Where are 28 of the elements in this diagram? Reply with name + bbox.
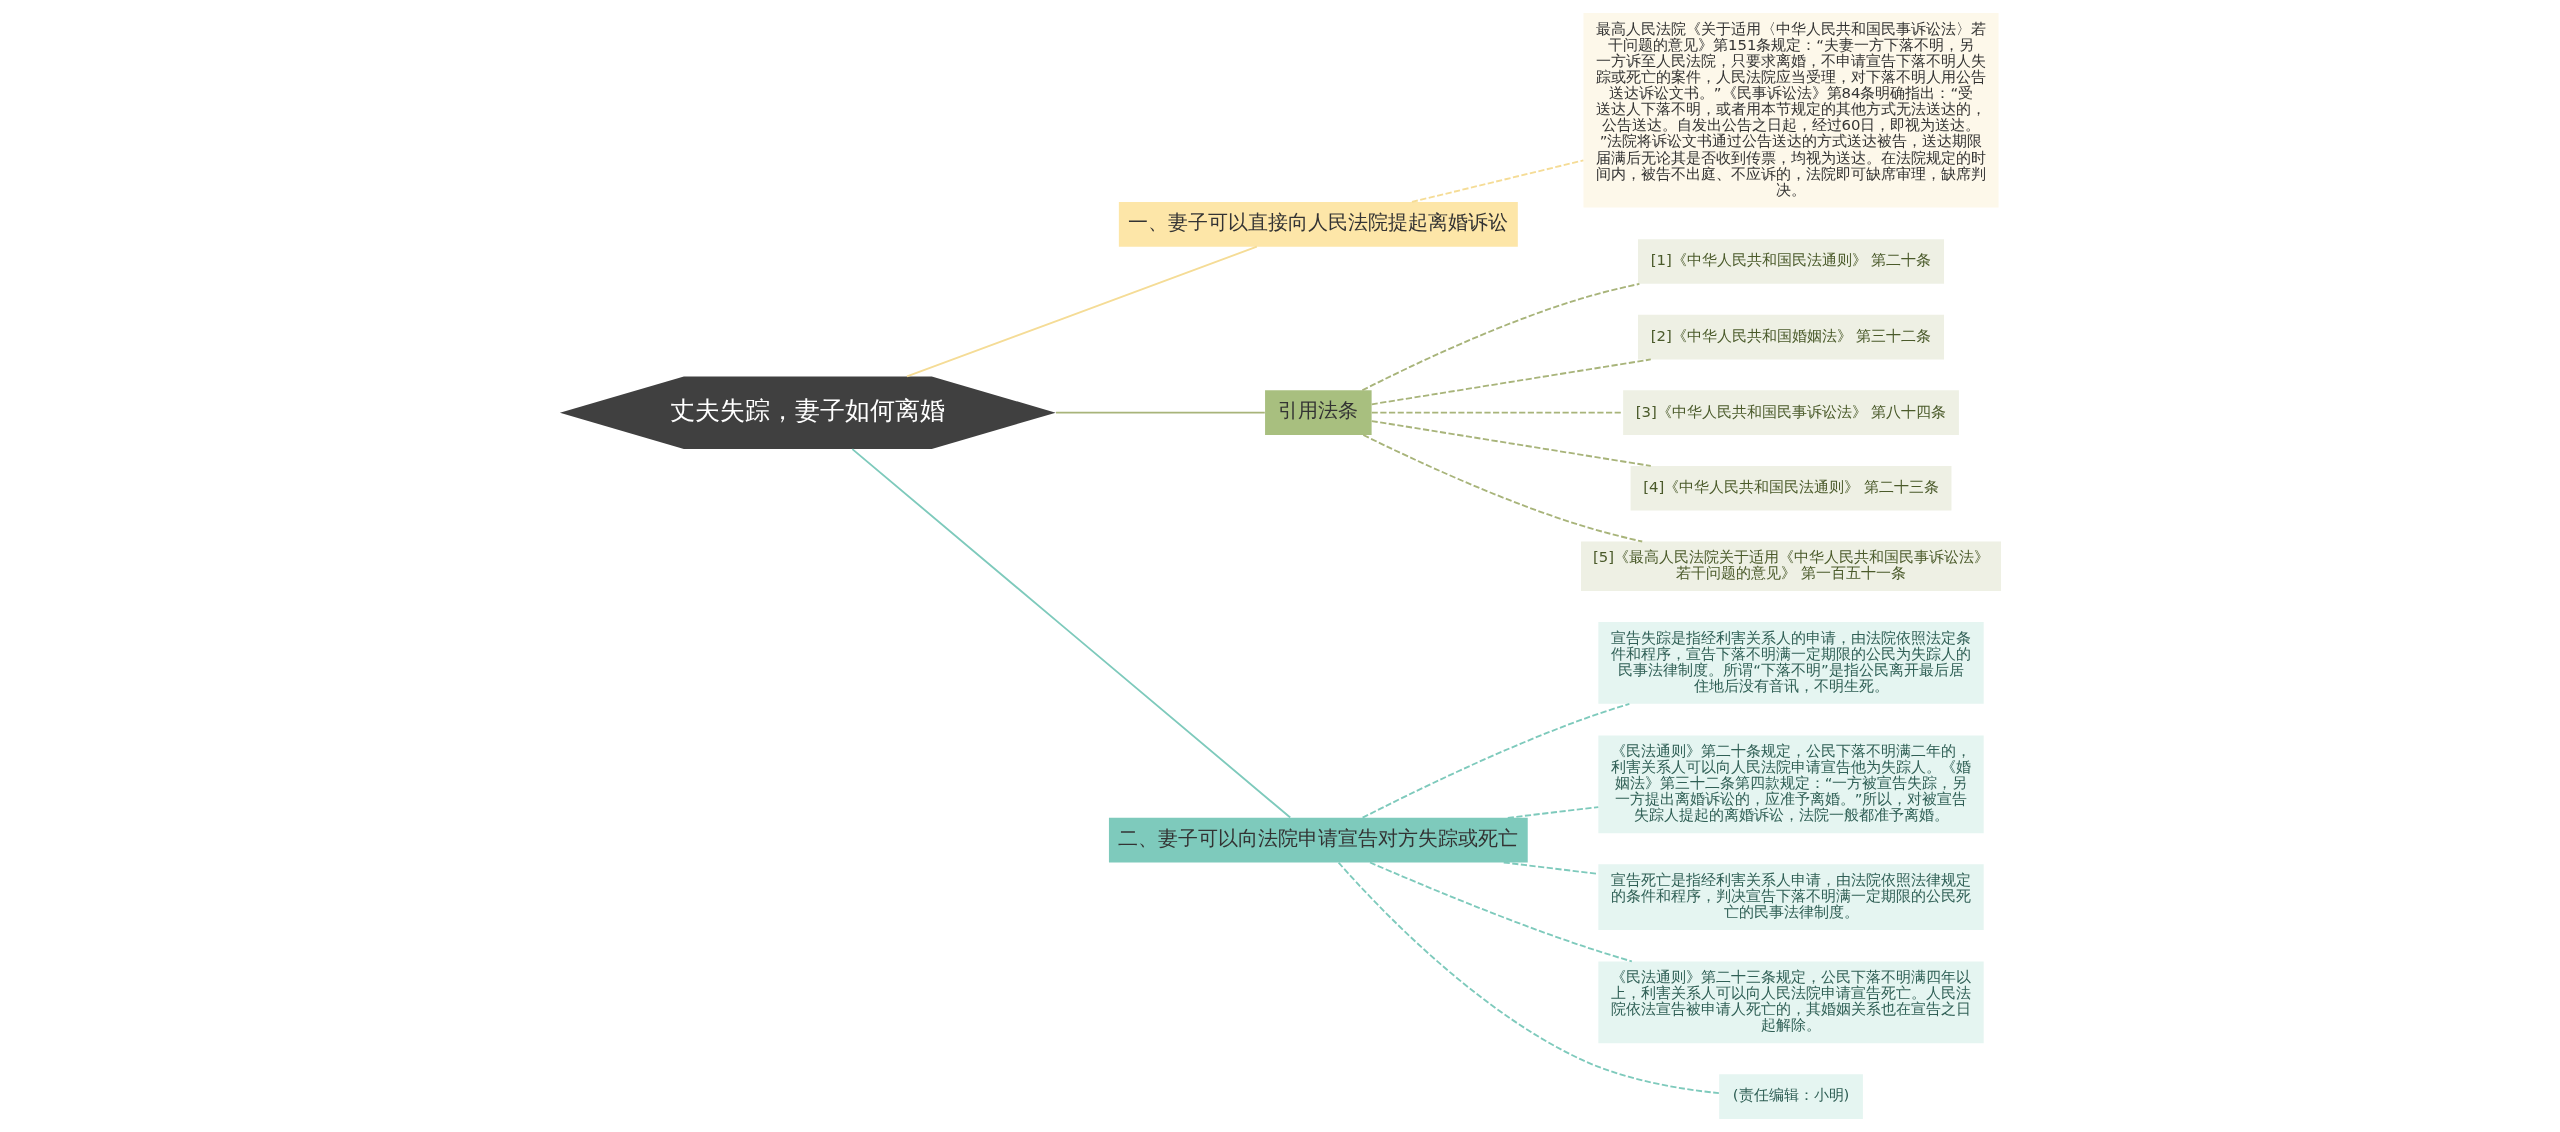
connector [1502,861,1599,875]
connector [1337,861,1720,1095]
node-box: [3]《中华人民共和国民事诉讼法》 第八十四条 [1622,390,1959,435]
connector [1361,434,1643,543]
node-box: [1]《中华人民共和国民法通则》 第二十条 [1637,239,1944,284]
connector [1368,861,1633,963]
node-box: 最高人民法院《关于适用〈中华人民共和国民事诉讼法〉若干问题的意见》第151条规定：“夫妻一方下落不明，另一方诉至人民法院，只要求离婚，不申请宣告下落不明人失踪或死亡的案件，人民法院应当受理，对下落不明人用公告送达诉讼文书。”《民事诉讼法》第84条明确指出：“受送达人下落不明，或者用本节规定的其他方式无法送达的，公告送达。自发出公告之日起，经过60日，即视为送达。”法院将诉讼文书通过公告送达的方式送达被告，送达期限届满后无论其是否收到传票，均视为送达。在法院规定的时间内，被告不出庭、不应诉的，法院即可缺席审理，缺席判决。 [1583,13,1999,208]
connector [1361,702,1630,819]
connector [850,448,1291,819]
node-box: (责任编辑：小明) [1718,1074,1863,1119]
node-box: 宣告死亡是指经利害关系人申请，由法院依照法律规定的条件和程序，判决宣告下落不明满一定期限的公民死亡的民事法律制度。 [1597,864,1984,930]
node-box: 宣告失踪是指经利害关系人的申请，由法院依照法定条件和程序，宣告下落不明满一定期限的公民为失踪人的民事法律制度。所谓“下落不明”是指公民离开最后居住地后没有音讯，不明生死。 [1597,622,1984,704]
connector [1054,411,1266,414]
connector [1506,806,1599,819]
node-box: 二、妻子可以向法院申请宣告对方失踪或死亡 [1108,817,1528,863]
node-box: 一、妻子可以直接向人民法院提起离婚诉讼 [1118,202,1518,247]
node-box: 《民法通则》第二十条规定，公民下落不明满二年的，利害关系人可以向人民法院申请宣告他为失踪人。《婚姻法》第三十二条第四款规定：“一方被宣告失踪，另一方提出离婚诉讼的，应准予离婚。”所以，对被宣告失踪人提起的离婚诉讼，法院一般都准予离婚。 [1597,735,1984,834]
connector [905,245,1258,378]
connector [1370,358,1652,406]
node-box: [2]《中华人民共和国婚姻法》 第三十二条 [1637,314,1944,360]
node-box: [4]《中华人民共和国民法通则》 第二十三条 [1630,465,1951,511]
node-box: [5]《最高人民法院关于适用《中华人民共和国民事诉讼法》若干问题的意见》 第一百五十一条 [1580,541,2001,592]
connector [1370,420,1652,467]
connector [1360,283,1640,392]
connector [1410,159,1584,203]
node-box: 引用法条 [1264,390,1372,435]
connector [1370,411,1624,414]
node-box: 《民法通则》第二十三条规定，公民下落不明满四年以上，利害关系人可以向人民法院申请宣告死亡。人民法院依法宣告被申请人死亡的，其婚姻关系也在宣告之日起解除。 [1597,961,1984,1044]
